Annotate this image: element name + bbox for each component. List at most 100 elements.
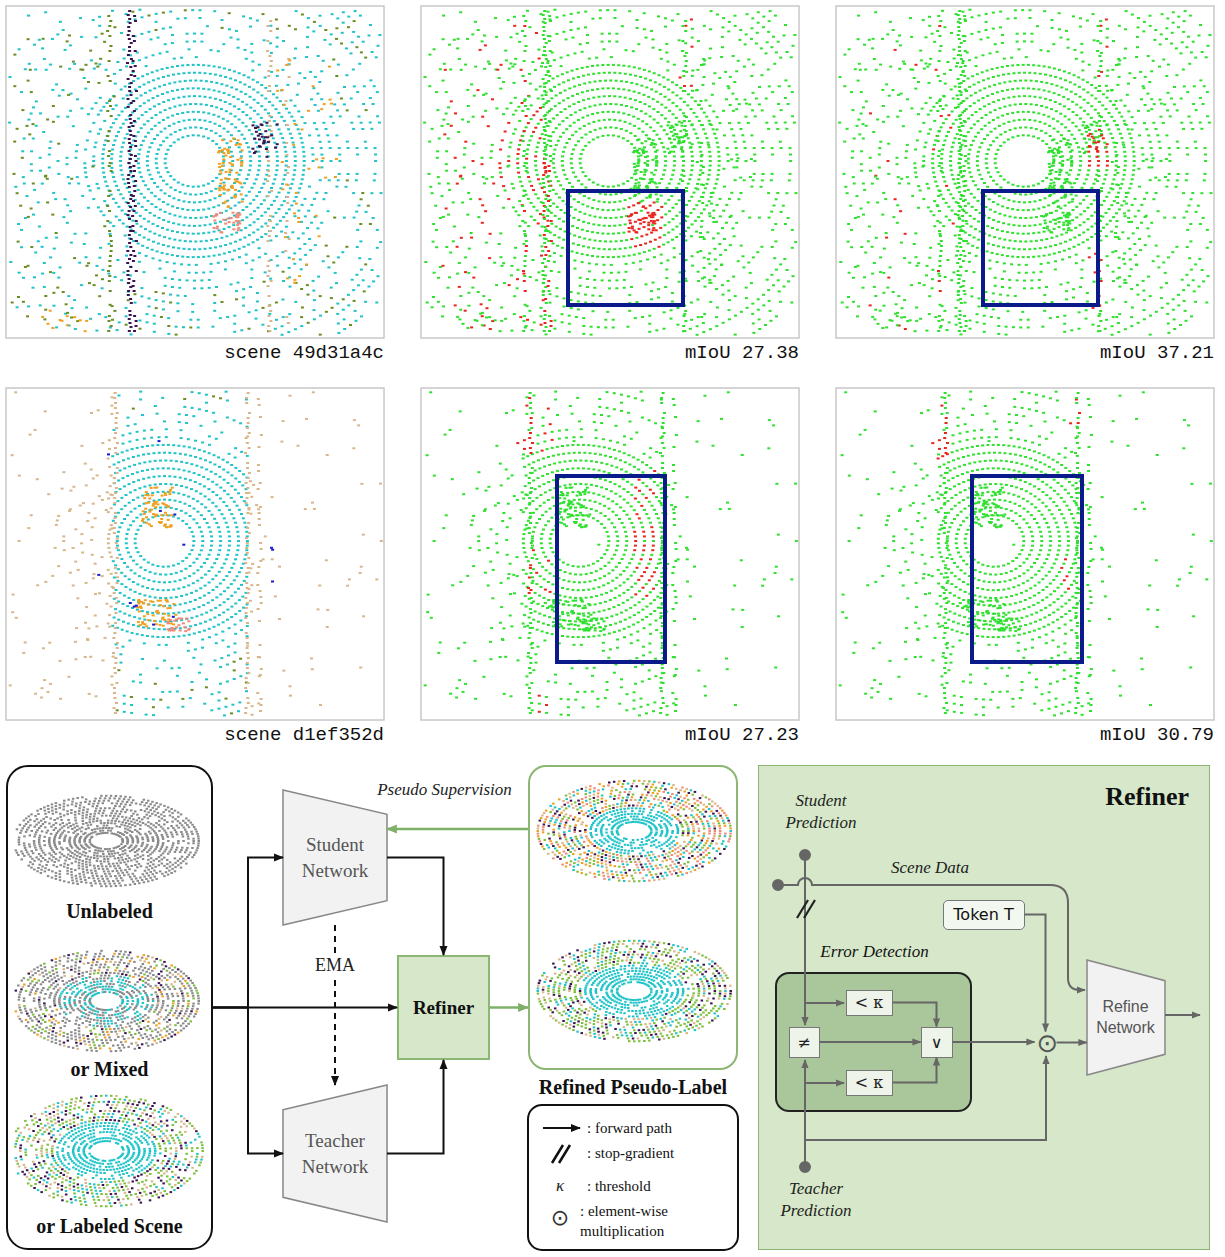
point (229, 156, 232, 158)
point (260, 105, 263, 107)
point (245, 216, 248, 218)
point (214, 74, 217, 76)
point (233, 138, 236, 140)
point (359, 223, 362, 225)
point (131, 125, 134, 127)
point (22, 301, 25, 303)
point (279, 220, 282, 222)
point (133, 330, 136, 332)
point (39, 112, 42, 114)
point (62, 291, 65, 293)
point (17, 296, 20, 298)
point (372, 103, 375, 105)
point (146, 321, 149, 323)
point (299, 259, 302, 261)
point (263, 140, 266, 142)
point (61, 320, 64, 322)
point (353, 300, 356, 302)
point (199, 17, 202, 19)
point (110, 126, 113, 128)
point (228, 28, 231, 30)
point (260, 203, 263, 205)
point (162, 292, 165, 294)
point (129, 134, 132, 136)
point (108, 280, 111, 282)
point (35, 125, 38, 127)
point (353, 217, 356, 219)
point (320, 98, 323, 100)
point (260, 236, 263, 238)
point (361, 192, 364, 194)
point (260, 94, 263, 96)
point (176, 89, 179, 91)
point (148, 174, 151, 176)
point (162, 308, 165, 310)
point (147, 132, 150, 134)
point (207, 232, 210, 234)
point (99, 58, 102, 60)
point (330, 160, 333, 162)
point (580, 167, 583, 169)
point (30, 150, 33, 152)
point (239, 81, 242, 83)
point (109, 290, 112, 292)
point (130, 326, 133, 328)
point (238, 146, 241, 148)
point (52, 192, 55, 194)
point (127, 282, 130, 284)
point (166, 117, 169, 119)
point (134, 121, 137, 123)
point (298, 72, 301, 74)
point (237, 47, 240, 49)
point (132, 200, 135, 202)
point (106, 204, 109, 206)
point (304, 215, 307, 217)
point (285, 316, 288, 318)
point (351, 279, 354, 281)
point (14, 186, 17, 188)
point (268, 305, 271, 307)
point (239, 183, 242, 185)
point (361, 128, 364, 130)
point (66, 312, 69, 314)
point (128, 142, 131, 144)
point (268, 90, 271, 92)
point (131, 176, 134, 178)
point (107, 15, 110, 17)
point (109, 265, 112, 267)
point (278, 112, 281, 114)
point (102, 172, 105, 174)
point (95, 330, 98, 332)
point (189, 217, 192, 219)
point (588, 179, 591, 181)
point (110, 240, 113, 242)
point (266, 169, 269, 171)
point (226, 120, 229, 122)
point (276, 255, 279, 257)
point (192, 209, 195, 211)
point (108, 35, 111, 37)
point (122, 178, 125, 180)
point (242, 288, 245, 290)
point (122, 197, 125, 199)
point (132, 100, 135, 102)
point (252, 199, 255, 201)
point (211, 326, 214, 328)
point (129, 206, 132, 208)
point (237, 38, 240, 40)
point (345, 246, 348, 248)
point (87, 262, 90, 264)
point (376, 115, 379, 117)
point (157, 149, 160, 151)
point (276, 123, 279, 125)
point (228, 69, 231, 71)
point (267, 325, 270, 327)
point (256, 239, 259, 241)
point (109, 327, 112, 329)
point (197, 209, 200, 211)
point (267, 160, 270, 162)
point (272, 93, 275, 95)
point (316, 93, 319, 95)
point (110, 194, 113, 196)
point (145, 255, 148, 257)
